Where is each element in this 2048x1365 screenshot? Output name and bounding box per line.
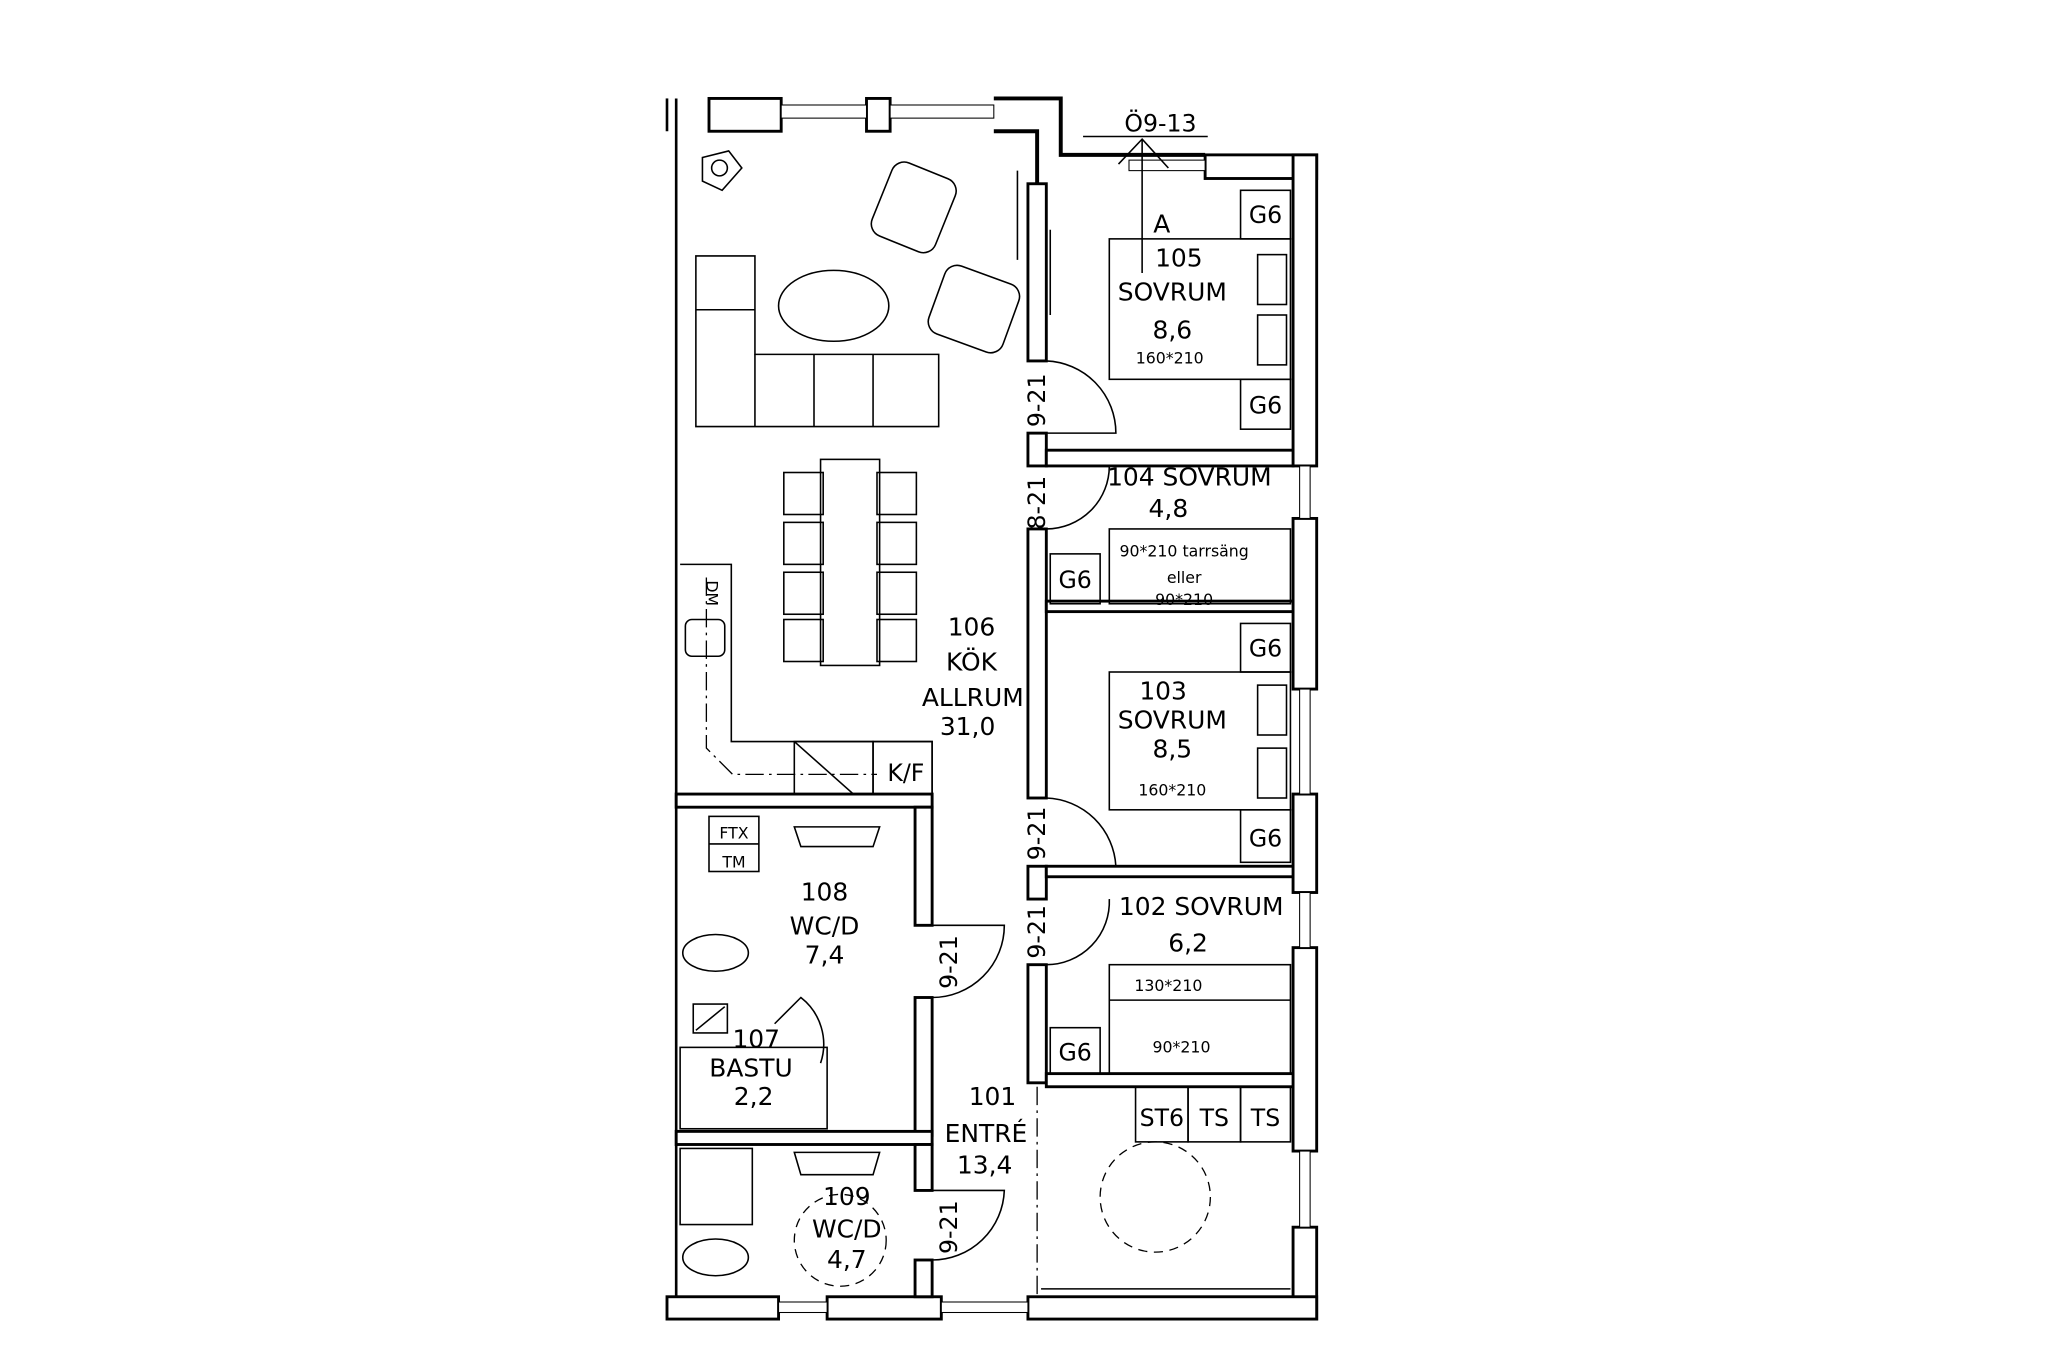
st6-label: ST6 [1140,1104,1184,1132]
rooms-r102-bed1: 130*210 [1134,976,1202,995]
wardrobe-label: G6 [1249,825,1282,853]
ts-label: TS [1250,1104,1280,1132]
rooms-r104-title: 104 SOVRUM [1107,463,1272,492]
section_marker-label: Ö9-13 [1124,109,1196,137]
ftx-label: FTX [719,824,748,843]
doors-2: 9-21 [1023,807,1051,861]
rooms-r108-area: 7,4 [805,940,845,969]
fireplace-icon [701,150,743,192]
rooms-r106-number: 106 [948,612,996,641]
kf-label: K/F [887,759,924,787]
rooms-r104-bed1: 90*210 tarrsäng [1119,542,1248,561]
rooms-r109-name: WC/D [812,1215,882,1244]
ts-label: TS [1199,1104,1229,1132]
rooms-r107-area: 2,2 [734,1082,774,1111]
rooms-r102-title: 102 SOVRUM [1119,892,1284,921]
rooms-r103-area: 8,5 [1152,734,1192,763]
doors-4: 9-21 [935,935,963,989]
rooms-r101-name: ENTRÉ [945,1119,1028,1148]
rooms-r102-bed2: 90*210 [1153,1038,1211,1057]
exterior-walls [665,96,1319,1321]
dm-label: DM [702,580,721,606]
doors-3: 9-21 [1023,905,1051,959]
kitchen-counter: DM K/F [680,563,933,795]
door-swings [774,360,1117,1261]
room-labels: 105 SOVRUM 8,6 160*210 104 SOVRUM 4,8 90… [709,243,1283,1273]
doors-5: 9-21 [935,1200,963,1254]
living-furniture [695,150,1052,667]
rooms-r102-area: 6,2 [1168,929,1208,958]
rooms-r104-bed_or: eller [1167,568,1202,587]
section_marker-letter: A [1153,209,1170,238]
bathroom-fixtures: FTX TM [679,815,1212,1287]
rooms-r109-area: 4,7 [827,1245,867,1274]
rooms-r107-name: BASTU [709,1053,792,1082]
rooms-r106-name1: KÖK [946,648,998,677]
rooms-r108-name: WC/D [790,912,860,941]
rooms-r105-name: SOVRUM [1118,278,1227,307]
rooms-r104-area: 4,8 [1149,494,1189,523]
rooms-r108-number: 108 [801,877,849,906]
rooms-r107-number: 107 [732,1024,780,1053]
windows [778,104,1311,1314]
rooms-r103-bed: 160*210 [1138,780,1206,799]
section-marker: Ö9-13 A [1083,109,1208,273]
rooms-r103-number: 103 [1139,677,1187,706]
rooms-r106-area: 31,0 [940,712,996,741]
rooms-r101-area: 13,4 [957,1150,1013,1179]
doors-1: 8-21 [1023,476,1051,530]
wardrobe-label: G6 [1249,634,1282,662]
doors-0: 9-21 [1023,374,1051,428]
dining-chairs [783,471,918,663]
wardrobe-label: G6 [1059,1039,1092,1067]
rooms-r103-name: SOVRUM [1118,705,1227,734]
rooms-r104-bed2: 90*210 [1155,590,1213,609]
rooms-r109-number: 109 [823,1182,871,1211]
tm-label: TM [721,853,745,872]
rooms-r101-number: 101 [969,1082,1017,1111]
interior-walls [674,182,1295,1299]
door-labels: 9-21 8-21 9-21 9-21 9-21 9-21 [935,374,1051,1254]
rooms-r105-number: 105 [1155,243,1203,272]
wardrobe-label: G6 [1249,201,1282,229]
bedroom-furniture: G6 G6 G6 G6 G6 G6 ST6 TS TS [1041,189,1292,1290]
rooms-r105-bed: 160*210 [1136,349,1204,368]
rooms-r106-name2: ALLRUM [922,683,1024,712]
wardrobe-label: G6 [1249,391,1282,419]
wardrobe-label: G6 [1059,566,1092,594]
rooms-r105-area: 8,6 [1152,316,1192,345]
